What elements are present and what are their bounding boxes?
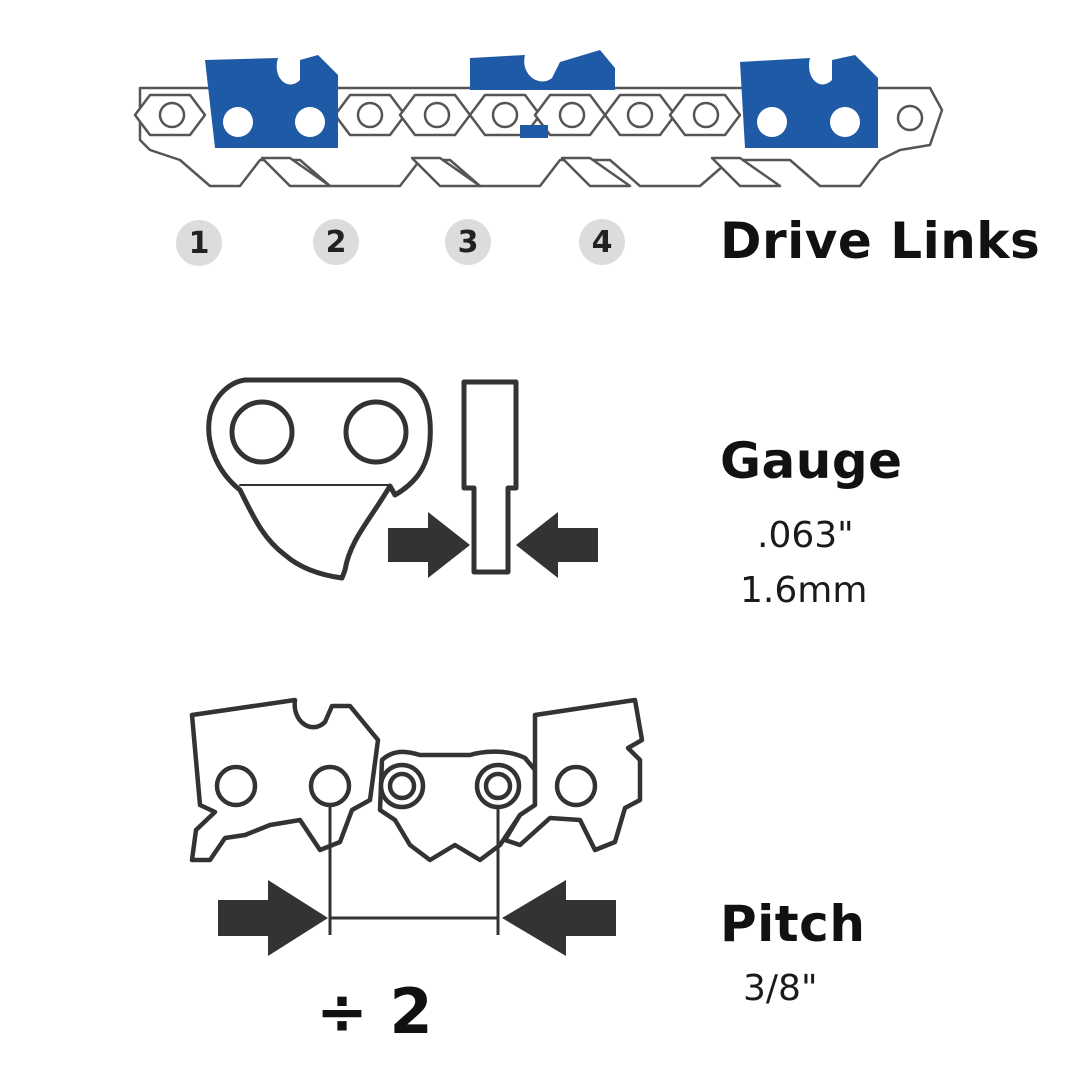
- drive-link-badge-2: 2: [313, 219, 359, 265]
- drive-link-badge-4: 4: [579, 219, 625, 265]
- gauge-value-inches: .063": [757, 515, 854, 556]
- cutter-holes: [223, 107, 860, 137]
- chain-rivets: [158, 101, 924, 132]
- drive-links-heading: Drive Links: [720, 212, 1041, 270]
- drive-link-badge-3: 3: [445, 219, 491, 265]
- pitch-value: 3/8": [743, 968, 818, 1009]
- gauge-value-mm: 1.6mm: [740, 570, 868, 611]
- pitch-arrows: [218, 880, 616, 956]
- gauge-heading: Gauge: [720, 432, 903, 490]
- drive-link-badge-1: 1: [176, 220, 222, 266]
- pitch-measure-lines: [328, 805, 500, 935]
- pitch-heading: Pitch: [720, 895, 866, 953]
- gauge-arrows: [388, 512, 598, 578]
- chain-side-plates: [133, 86, 944, 188]
- pitch-divide-by-two: ÷ 2: [316, 975, 433, 1048]
